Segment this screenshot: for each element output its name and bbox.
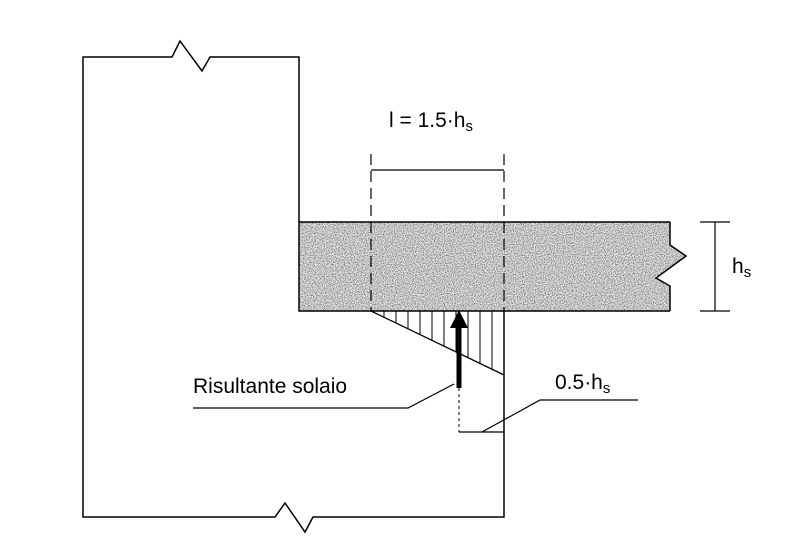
resultant-leader [193, 383, 455, 409]
offset-leader [481, 399, 638, 433]
stress-hatching [383, 311, 493, 375]
resultant-arrow-head [450, 310, 468, 328]
offset-label: 0.5·hs [555, 371, 610, 397]
thickness-dimension [700, 221, 730, 312]
offset-dimension [459, 399, 638, 433]
resultant-label: Risultante solaio [193, 375, 347, 398]
slab-texture [299, 222, 686, 311]
span-label: l = 1.5·hs [389, 109, 473, 135]
stress-triangle-hypotenuse [370, 310, 505, 376]
slab-outline [298, 221, 688, 312]
span-dimension [370, 154, 505, 312]
wall-outline [82, 39, 505, 534]
thickness-label: hs [732, 255, 751, 281]
